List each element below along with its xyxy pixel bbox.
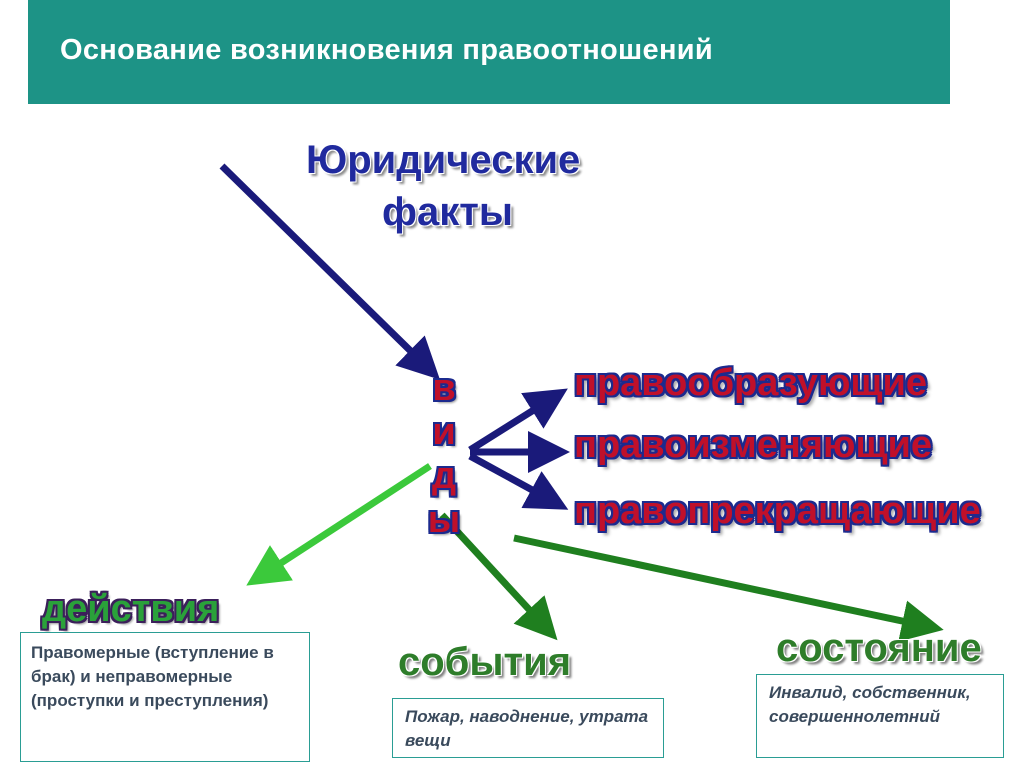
label-events: события — [398, 640, 572, 684]
label-actions: действия — [42, 588, 220, 630]
vertical-letter: и — [432, 411, 456, 453]
arrow-to-events — [439, 512, 558, 641]
arrow-to-pravoprekrashchayushchie — [468, 452, 569, 510]
vertical-letter: в — [432, 367, 456, 409]
vertical-letter: д — [431, 455, 457, 497]
heading-legal-facts-line2: факты — [382, 190, 514, 234]
vertical-word-types: в и д ы — [414, 366, 474, 542]
title-bar: Основание возникновения правоотношений — [28, 0, 950, 104]
heading-legal-facts-line1: Юридические — [306, 138, 581, 182]
events-box: Пожар, наводнение, утрата вещи — [392, 698, 664, 758]
type-pravoprekrashchayushchie: правопрекращающие — [574, 490, 981, 532]
page-title: Основание возникновения правоотношений — [60, 34, 714, 66]
events-box-text: Пожар, наводнение, утрата вещи — [405, 707, 649, 750]
actions-box-text: Правомерные (вступление в брак) и неправ… — [31, 643, 274, 710]
states-box: Инвалид, собственник, совершеннолетний — [756, 674, 1004, 758]
arrow-to-pravoobrazuyushchie — [468, 388, 568, 453]
label-states: состояние — [776, 626, 982, 670]
actions-box: Правомерные (вступление в брак) и неправ… — [20, 632, 310, 762]
vertical-letter: ы — [427, 499, 461, 541]
arrow-to-states — [513, 534, 944, 642]
type-pravoobrazuyushchie: правообразующие — [574, 362, 927, 404]
arrow-to-actions — [246, 463, 432, 586]
states-box-text: Инвалид, собственник, совершеннолетний — [769, 683, 971, 726]
arrow-facts-to-types — [219, 163, 440, 380]
type-pravoizmenyayushchie: правоизменяющие — [574, 424, 933, 466]
